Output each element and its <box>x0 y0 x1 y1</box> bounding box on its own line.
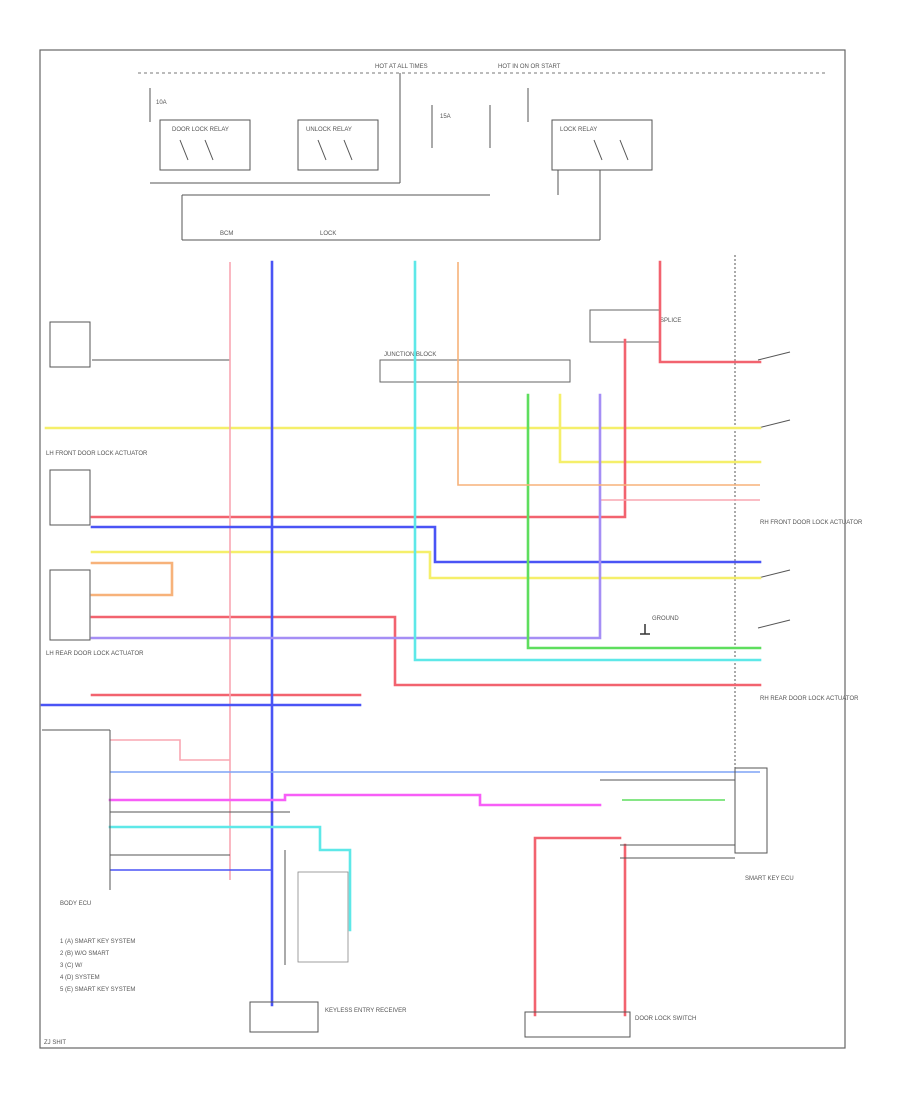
wire-cyan-2 <box>108 825 352 932</box>
door-rh-rear-label: RH REAR DOOR LOCK ACTUATOR <box>760 696 859 702</box>
relay-box-2: UNLOCK RELAY <box>297 119 379 171</box>
junction-block: JUNCTION BLOCK <box>379 352 571 383</box>
wire-red-3 <box>90 615 762 687</box>
splice-label: SPLICE <box>660 318 681 324</box>
left-connector-mid: LH FRONT DOOR LOCK ACTUATOR <box>46 451 148 526</box>
label-hot-all-times: HOT AT ALL TIMES <box>375 64 428 70</box>
splice-block: SPLICE <box>589 309 681 343</box>
switch-label: DOOR LOCK SWITCH <box>635 1016 696 1022</box>
connector-label-a: BCM <box>220 231 233 237</box>
relay-label-3: LOCK RELAY <box>560 127 597 133</box>
door-lh-rear-label: LH REAR DOOR LOCK ACTUATOR <box>46 651 144 657</box>
relay-box-1: DOOR LOCK RELAY <box>159 119 251 171</box>
connector-label-b: LOCK <box>320 231 336 237</box>
fuse-label-1: 10A <box>156 100 167 106</box>
door-lock-switch-block: DOOR LOCK SWITCH <box>524 1011 696 1038</box>
junction-label: JUNCTION BLOCK <box>384 352 436 358</box>
wire-red-5 <box>533 836 627 1017</box>
body-ecu-label: BODY ECU <box>60 901 91 907</box>
wire-pink-2 <box>110 739 230 761</box>
legend-item-1: 1 (A) SMART KEY SYSTEM <box>60 939 135 945</box>
label-hot-in-on: HOT IN ON OR START <box>498 64 561 70</box>
wire-cyan-1 <box>413 260 762 662</box>
relay-box-3: LOCK RELAY <box>551 119 653 171</box>
wire-yellow-3 <box>558 393 762 464</box>
footer-code: ZJ SHIT <box>44 1040 66 1046</box>
legend-item-3: 3 (C) W/ <box>60 963 83 969</box>
legend-item-4: 4 (D) SYSTEM <box>60 975 100 981</box>
keyless-label: KEYLESS ENTRY RECEIVER <box>325 1008 407 1014</box>
relay-label-1: DOOR LOCK RELAY <box>172 127 229 133</box>
left-connector-top <box>49 321 230 368</box>
wire-green-1 <box>526 393 762 650</box>
ground-icon: GROUND <box>640 616 679 635</box>
left-connector-low: LH REAR DOOR LOCK ACTUATOR <box>46 569 144 657</box>
wire-violet-1 <box>90 393 602 640</box>
wire-blue-2 <box>90 525 762 564</box>
body-ecu-block: BODY ECU <box>42 729 290 907</box>
relay-label-2: UNLOCK RELAY <box>306 127 352 133</box>
right-switches: RH FRONT DOOR LOCK ACTUATOR RH REAR DOOR… <box>734 255 863 800</box>
door-lh-front-label: LH FRONT DOOR LOCK ACTUATOR <box>46 451 148 457</box>
wire-orange-1 <box>457 262 760 486</box>
ground-label: GROUND <box>652 616 679 622</box>
legend: 1 (A) SMART KEY SYSTEM 2 (B) W/O SMART 3… <box>60 939 135 993</box>
smart-key-ecu-block: SMART KEY ECU <box>600 767 794 882</box>
legend-item-5: 5 (E) SMART KEY SYSTEM <box>60 987 135 993</box>
fuse-label-2: 15A <box>440 114 451 120</box>
wire-yellow-2 <box>90 550 762 580</box>
wire-orange-2 <box>90 561 174 597</box>
legend-item-2: 2 (B) W/O SMART <box>60 951 110 957</box>
diagram-frame <box>39 49 846 1049</box>
wire-magenta-1 <box>108 793 602 807</box>
door-rh-front-label: RH FRONT DOOR LOCK ACTUATOR <box>760 520 863 526</box>
keyless-receiver-block: KEYLESS ENTRY RECEIVER <box>249 850 407 1033</box>
smart-key-label: SMART KEY ECU <box>745 876 794 882</box>
fuse-group: 10A 15A <box>149 88 529 148</box>
wire-red-1 <box>658 260 762 364</box>
wire-red-2 <box>90 338 627 519</box>
